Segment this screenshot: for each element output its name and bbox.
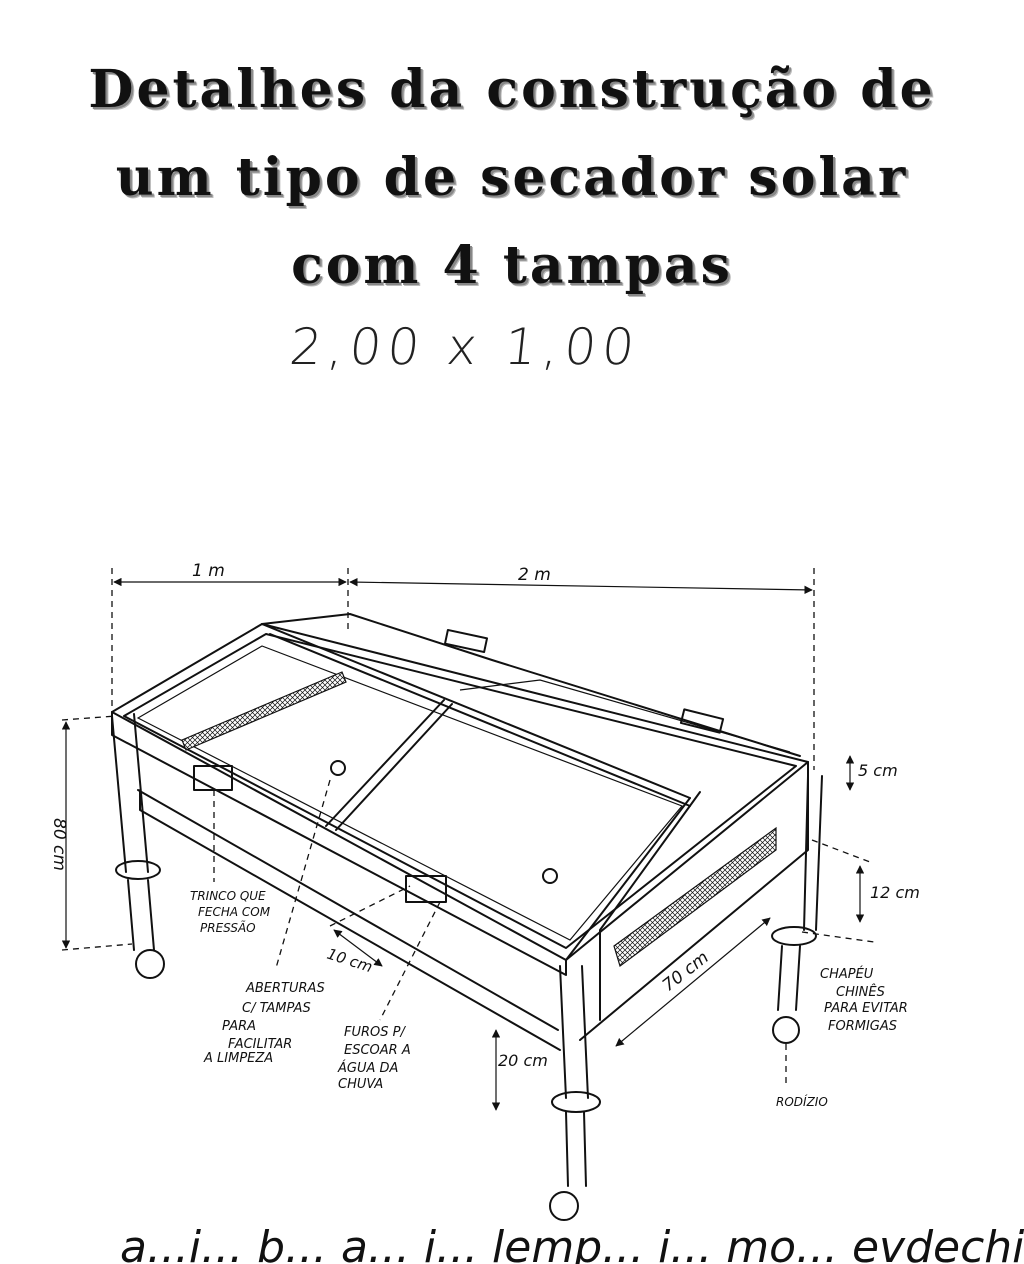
- latch-label: TRINCO QUE FECHA COM PRESSÃO: [190, 889, 271, 935]
- svg-text:FACILITAR: FACILITAR: [228, 1037, 292, 1052]
- ant-cap-label: CHAPÉU CHINÊS PARA EVITAR FORMIGAS: [820, 966, 908, 1034]
- svg-text:PRESSÃO: PRESSÃO: [200, 920, 256, 935]
- footer-handwriting: a...i... b... a... i... lemp... i... mo.…: [120, 1222, 1024, 1264]
- svg-text:A LIMPEZA: A LIMPEZA: [203, 1051, 273, 1066]
- svg-text:ABERTURAS: ABERTURAS: [245, 981, 325, 996]
- mesh-vent-top: [181, 671, 347, 751]
- dim-10cm: 10 cm: [325, 945, 375, 977]
- svg-text:CHINÊS: CHINÊS: [836, 984, 885, 1000]
- svg-text:TRINCO QUE: TRINCO QUE: [190, 889, 266, 903]
- title-line-3: com 4 tampas: [291, 235, 733, 296]
- svg-text:FECHA COM: FECHA COM: [198, 905, 271, 919]
- caster-label: RODÍZIO: [776, 1094, 828, 1109]
- dim-1m: 1 m: [192, 561, 225, 581]
- svg-text:CHAPÉU: CHAPÉU: [820, 966, 874, 982]
- svg-text:PARA: PARA: [222, 1019, 256, 1034]
- dim-5cm: 5 cm: [858, 761, 898, 780]
- drain-holes-label: FUROS P/ ESCOAR A ÁGUA DA CHUVA: [337, 1025, 411, 1092]
- dim-12cm: 12 cm: [870, 883, 920, 902]
- legs: [111, 713, 823, 1221]
- svg-text:FUROS P/: FUROS P/: [344, 1025, 406, 1040]
- svg-text:PARA EVITAR: PARA EVITAR: [824, 1001, 908, 1016]
- title-line-1: Detalhes da construção de: [88, 59, 936, 120]
- dim-20cm: 20 cm: [498, 1051, 548, 1070]
- openings-label: ABERTURAS C/ TAMPAS PARA FACILITAR A LIM…: [203, 981, 325, 1066]
- dim-80cm: 80 cm: [49, 818, 69, 871]
- title-line-2: um tipo de secador solar: [115, 147, 909, 208]
- svg-text:ÁGUA DA: ÁGUA DA: [337, 1060, 398, 1076]
- dim-2m: 2 m: [518, 565, 551, 585]
- svg-text:FORMIGAS: FORMIGAS: [828, 1019, 897, 1034]
- page-title: Detalhes da construção de um tipo de sec…: [0, 46, 1024, 310]
- svg-text:ESCOAR A: ESCOAR A: [344, 1043, 411, 1058]
- svg-text:C/ TAMPAS: C/ TAMPAS: [242, 1001, 311, 1016]
- dryer-body: [111, 613, 809, 1051]
- svg-text:CHUVA: CHUVA: [338, 1077, 383, 1092]
- top-dimension: [111, 568, 815, 770]
